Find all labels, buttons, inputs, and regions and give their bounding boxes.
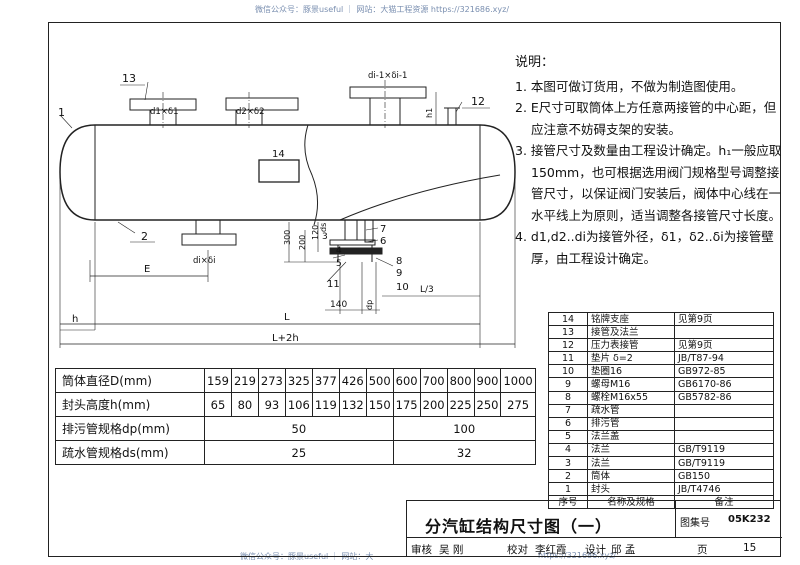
label-300: 300	[283, 230, 292, 245]
label-E: E	[144, 264, 150, 275]
balloon-13: 13	[122, 72, 136, 85]
signature-row: 审核 吴 刚 校对 李红霞 设计 邱 孟 页 15	[407, 537, 782, 559]
balloon-2: 2	[141, 230, 148, 243]
nozzle-di	[195, 219, 221, 235]
balloon-4: 4	[336, 246, 342, 256]
parts-header-row: 序号名称及规格备注	[548, 495, 774, 510]
atlas-label: 图集号	[680, 518, 710, 529]
label-120: 120	[311, 225, 320, 240]
trap-pipe	[364, 219, 374, 243]
break-line	[304, 124, 318, 226]
page-number: 15	[743, 542, 757, 554]
drawing-title: 分汽缸结构尺寸图（一）	[425, 517, 613, 536]
label-L: L	[284, 312, 290, 323]
balloon-10: 10	[396, 282, 409, 293]
dim-row-label: 封头高度h(mm)	[55, 392, 205, 417]
label-h: h	[72, 314, 78, 325]
title-block: 分汽缸结构尺寸图（一） 图集号 05K232 审核 吴 刚 校对 李红霞 设计 …	[406, 500, 783, 559]
table-row: 排污管规格dp(mm) 50 100	[55, 416, 536, 441]
notes-block: 说明： 1. 本图可做订货用，不做为制造图使用。 2. E尺寸可取筒体上方任意两…	[515, 52, 783, 269]
note-item: 2. E尺寸可取筒体上方任意两接管的中心距，但应注意不妨碍支架的安装。	[515, 100, 777, 137]
drawing-border	[48, 22, 781, 557]
watermark-top: 微信公众号：豚景useful ｜ 网站：大猫工程资源 https://32168…	[255, 5, 510, 14]
design-label: 设计	[585, 544, 606, 556]
notes-title: 说明：	[515, 55, 555, 70]
review-label: 审核	[411, 544, 432, 556]
dimension-table: 筒体直径D(mm) 159 219 273 325 377 426 500 60…	[55, 368, 536, 465]
label-140: 140	[330, 300, 347, 310]
balloon-12: 12	[471, 95, 485, 108]
table-row: 筒体直径D(mm) 159 219 273 325 377 426 500 60…	[55, 368, 536, 393]
nozzle-d1-flange	[129, 98, 197, 111]
note-item: 1. 本图可做订货用，不做为制造图使用。	[515, 78, 744, 94]
table-row: 疏水管规格ds(mm) 25 32	[55, 440, 536, 465]
balloon-8: 8	[396, 256, 402, 267]
gauge-nozzle	[447, 107, 457, 126]
balloon-11: 11	[327, 279, 340, 290]
dim-row-label: 排污管规格dp(mm)	[55, 416, 205, 441]
watermark-bottom-right: https://321686.xyz/	[538, 551, 617, 560]
note-item: 4. d1,d2..di为接管外径，δ1，δ2..δi为接管壁厚，由工程设计确定…	[515, 229, 774, 266]
label-di-1: di-1×δi-1	[368, 71, 407, 81]
label-di: di×δi	[193, 256, 215, 266]
label-dp: dp	[365, 300, 374, 310]
balloon-6: 6	[380, 236, 386, 247]
balloon-1: 1	[58, 106, 65, 119]
shell-body	[59, 124, 516, 221]
nameplate	[258, 159, 300, 183]
balloon-5: 5	[336, 259, 342, 269]
check-label: 校对	[507, 544, 528, 556]
label-200: 200	[298, 235, 307, 250]
label-h1: h1	[425, 108, 434, 118]
reviewer-name: 吴 刚	[439, 544, 464, 556]
balloon-3: 3	[322, 232, 328, 242]
dim-row-label: 疏水管规格ds(mm)	[55, 440, 205, 465]
nozzle-di-1-flange	[349, 86, 427, 99]
balloon-9: 9	[396, 268, 402, 279]
blind-flange	[329, 247, 383, 255]
atlas-number-cell: 图集号 05K232	[675, 501, 783, 537]
balloon-14: 14	[272, 149, 285, 160]
nozzle-d2-flange	[225, 97, 299, 111]
checker-name: 李红霞	[535, 544, 567, 556]
label-L3: L/3	[420, 285, 434, 295]
atlas-number: 05K232	[728, 514, 771, 525]
note-item: 3. 接管尺寸及数量由工程设计确定。h₁一般应取150mm，也可根据选用阀门规格…	[515, 143, 782, 223]
label-d1: d1×δ1	[150, 107, 179, 117]
balloon-7: 7	[380, 224, 386, 235]
label-ds: ds	[319, 223, 328, 232]
cutaway-curve	[339, 174, 501, 221]
label-L2h: L+2h	[272, 333, 299, 344]
table-row: 封头高度h(mm) 65 80 93 106 119 132 150 175 2…	[55, 392, 536, 417]
page-label: 页	[697, 544, 708, 556]
label-d2: d2×δ2	[236, 107, 265, 117]
nozzle-di-flange	[181, 233, 237, 246]
drain-pipe	[344, 219, 358, 241]
designer-name: 邱 孟	[611, 544, 636, 556]
dim-row-label: 筒体直径D(mm)	[55, 368, 205, 393]
